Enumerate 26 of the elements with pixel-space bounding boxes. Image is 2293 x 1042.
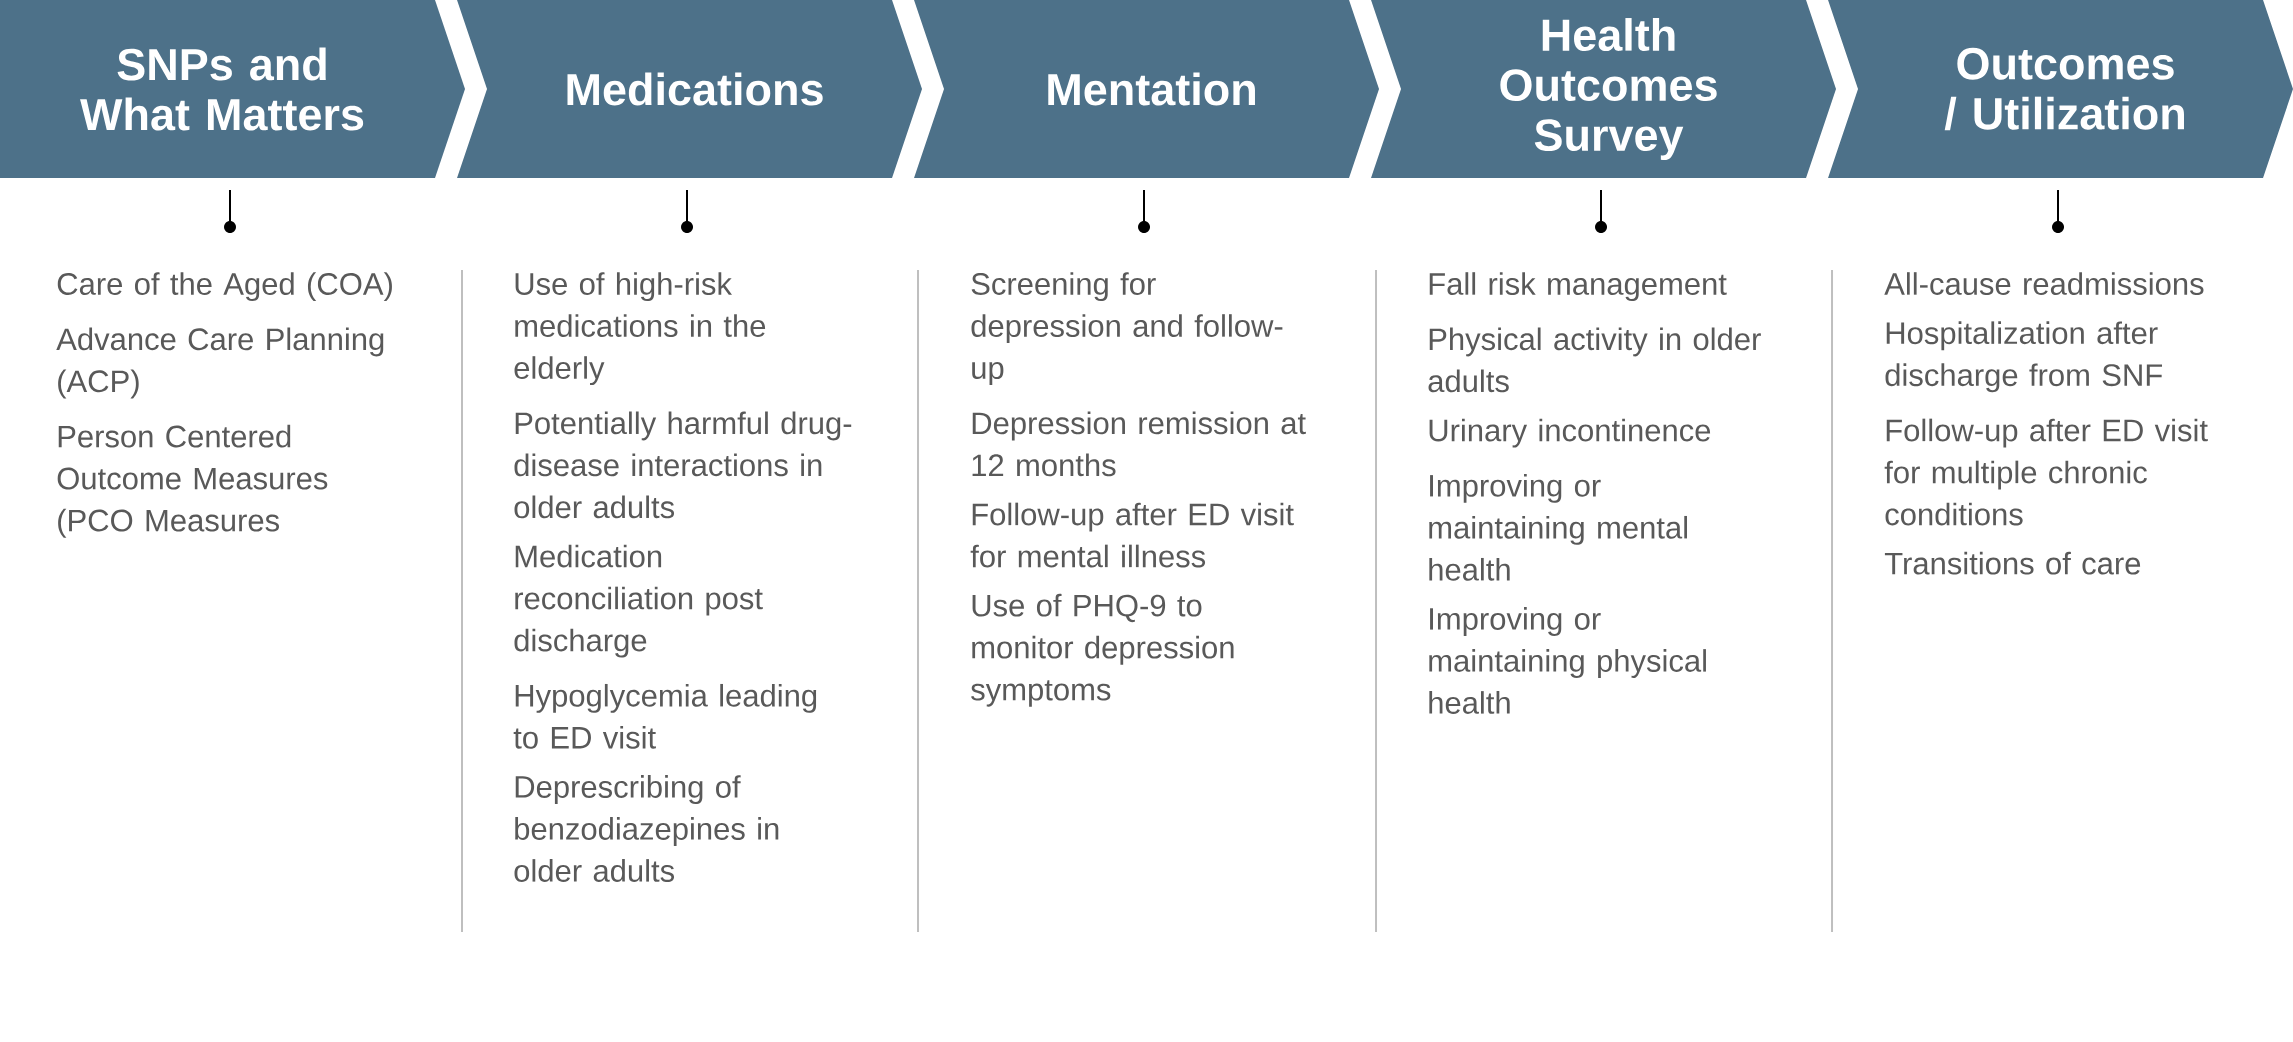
list-item: Improving or maintaining mental health bbox=[1429, 473, 1687, 581]
list-item: Deprescribing of benzodiazepines in older adults bbox=[514, 775, 779, 882]
list-item: Use of PHQ-9 to monitor depression symptoms bbox=[971, 593, 1234, 707]
list-item: Use of high-risk medications in the elderly bbox=[514, 272, 766, 386]
list-item: Medication reconciliation post discharge bbox=[514, 544, 763, 658]
chevron-box: Medications bbox=[457, 0, 922, 178]
chevron-box: Health Outcomes Survey bbox=[1371, 0, 1836, 178]
list-item: Care of the Aged (COA) bbox=[57, 272, 392, 302]
list-item: Screening for depression and follow-up bbox=[971, 272, 1283, 386]
list-item: Improving or maintaining physical health bbox=[1429, 607, 1706, 714]
list-item: Transitions of care bbox=[1884, 551, 2141, 575]
chevron-box: Outcomes / Utilization bbox=[1828, 0, 2293, 178]
chevron-box: SNPs and What Matters bbox=[0, 0, 465, 178]
list-item: Fall risk management bbox=[1429, 272, 1727, 302]
list-item: Follow-up after ED visit for mental illness bbox=[970, 502, 1294, 568]
list-item: Urinary incontinence bbox=[1429, 418, 1711, 448]
chevron-box: Mentation bbox=[914, 0, 1379, 178]
list-item: Potentially harmful drug-disease interactions in older adults bbox=[514, 411, 852, 519]
list-item: Follow-up after ED visit for multiple chronic conditions bbox=[1884, 418, 2208, 526]
list-item: All-cause readmissions bbox=[1884, 272, 2204, 295]
list-item: Advance Care Planning (ACP) bbox=[56, 327, 384, 399]
list-item: Depression remission at 12 months bbox=[972, 411, 1306, 477]
list-item: Hypoglycemia leading to ED visit bbox=[513, 683, 817, 749]
list-item: Person Centered Outcome Measures (PCO Measures bbox=[57, 424, 328, 538]
list-item: Physical activity in older adults bbox=[1428, 327, 1761, 393]
list-item: Hospitalization after discharge from SNF bbox=[1885, 321, 2162, 393]
